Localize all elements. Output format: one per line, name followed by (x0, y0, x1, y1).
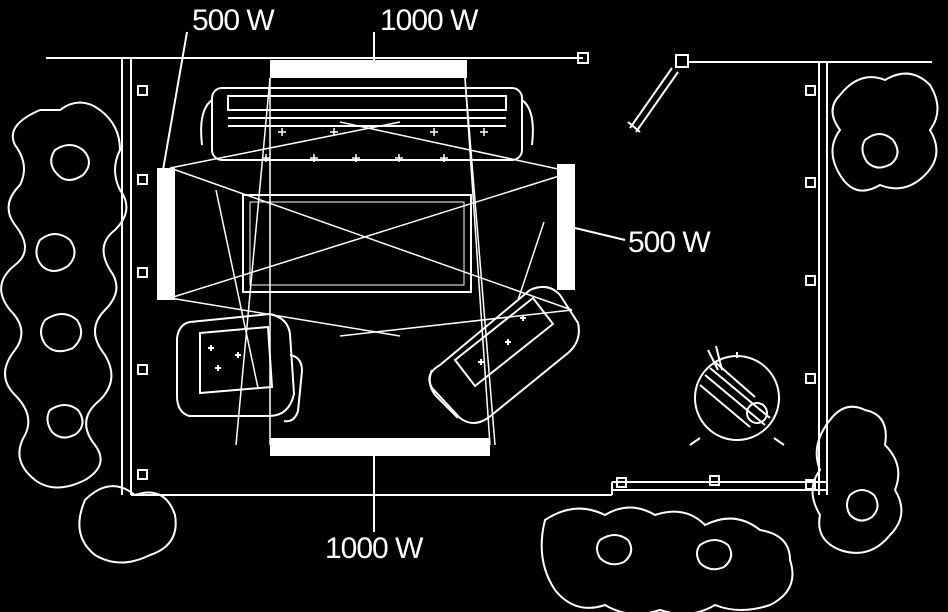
floor-lamp (627, 67, 679, 133)
fence-posts (137, 85, 816, 490)
patio-fence (46, 52, 932, 496)
coffee-table (242, 194, 472, 293)
label-leaders (162, 31, 626, 532)
armchair-left (176, 312, 304, 423)
light-beams (169, 77, 573, 446)
shrubs-left (0, 101, 177, 564)
sofa (200, 87, 534, 161)
label-500w-right: 500 W (628, 226, 711, 259)
label-1000w-top: 1000 W (380, 4, 479, 37)
lamp-left-500w (157, 168, 175, 300)
grill (689, 345, 785, 446)
shrubs-right (811, 72, 939, 554)
sofa-cushion-marks (262, 128, 488, 162)
armchair-right (428, 285, 580, 424)
lamp-top-1000w (270, 60, 467, 78)
label-1000w-bottom: 1000 W (325, 532, 424, 565)
shrubs-bottom (540, 506, 794, 612)
lamp-bottom-1000w (270, 438, 490, 456)
label-500w-left: 500 W (192, 4, 275, 37)
lamp-right-500w (557, 164, 575, 290)
